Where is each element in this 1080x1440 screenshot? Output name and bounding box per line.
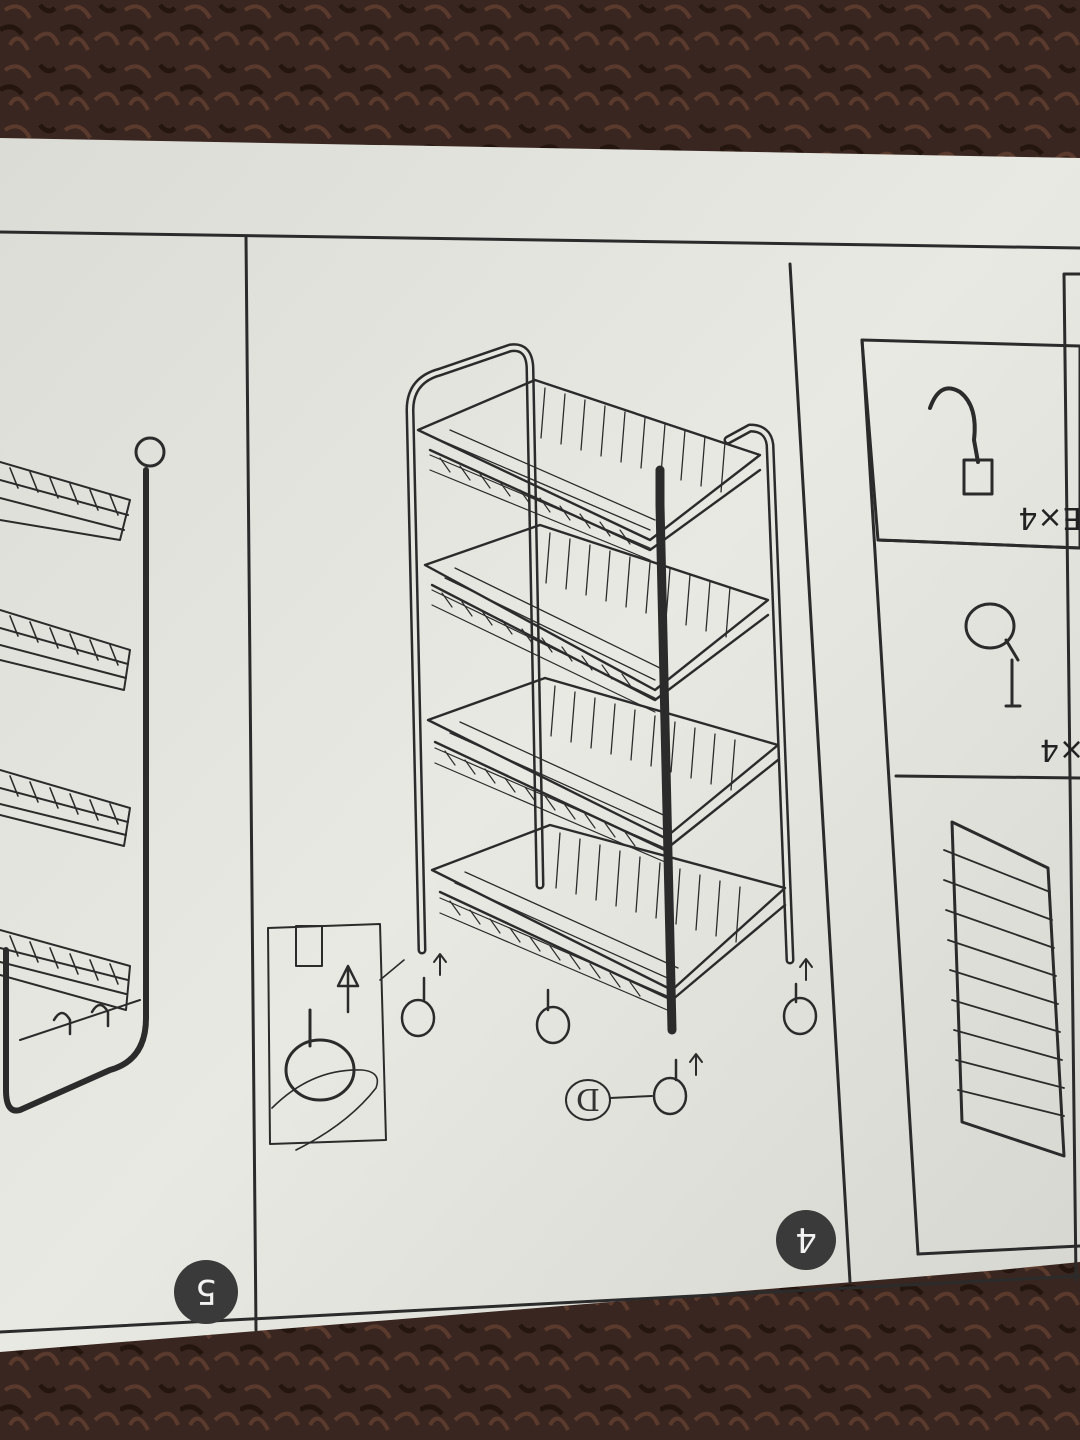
wheel-part-drawing xyxy=(964,602,1022,708)
rack-left-partial xyxy=(0,436,166,1114)
basket-part-drawing xyxy=(943,820,1066,1158)
parts-box-hook xyxy=(860,338,1080,550)
step-5-badge: 5 xyxy=(174,1260,238,1324)
step-4-badge: 4 xyxy=(776,1210,836,1270)
divider-right xyxy=(788,262,852,1284)
frame-top-line xyxy=(0,230,1080,250)
part-d-callout: D xyxy=(565,1079,653,1121)
parts-box-left-edge xyxy=(860,338,920,1256)
step-5-number: 5 xyxy=(195,1271,217,1311)
parts-box-divider-2 xyxy=(894,774,1080,780)
step-4-number: 4 xyxy=(795,1219,817,1259)
parts-box-divider-1 xyxy=(876,538,1080,550)
frame-bottom-line xyxy=(0,1274,1080,1334)
wheel-quantity-label: ×4 xyxy=(1040,732,1080,767)
rack-cart-drawing xyxy=(400,343,818,1116)
part-d-label: D xyxy=(576,1081,600,1116)
parts-panel-frame xyxy=(1062,272,1080,1282)
hook-part-drawing xyxy=(928,386,994,496)
hook-quantity-label: E×4 xyxy=(1018,500,1080,535)
wheel-install-detail xyxy=(267,923,405,1151)
parts-box-bottom xyxy=(916,1244,1080,1256)
divider-left xyxy=(244,234,258,1332)
